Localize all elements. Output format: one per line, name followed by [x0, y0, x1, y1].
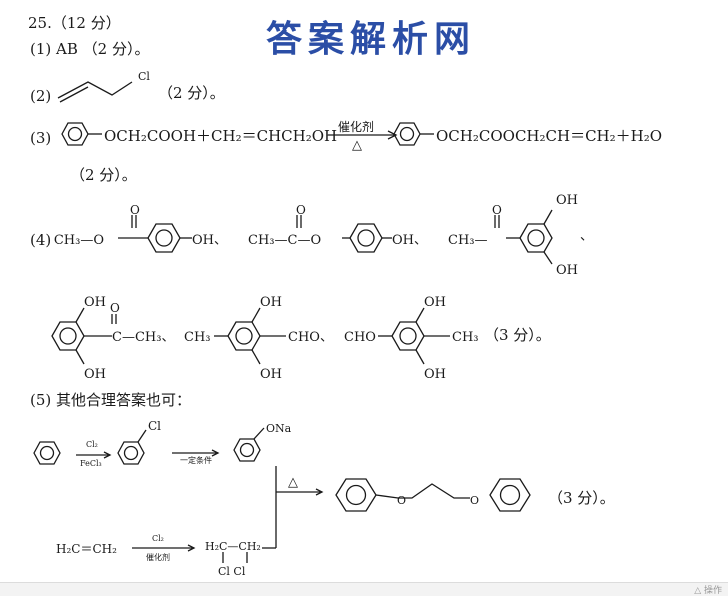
- allyl-chloride-cl: Cl: [138, 70, 150, 83]
- part2-score: （2 分）。: [158, 84, 225, 102]
- reagent-cl2: Cl₂: [86, 440, 98, 449]
- dichloroethane: H₂C—CH₂: [205, 540, 261, 553]
- dichloroethane-cl: Cl Cl: [218, 565, 246, 578]
- reagent-condition: 一定条件: [180, 455, 212, 465]
- viewer-bottom-bar: [0, 582, 728, 596]
- isomer5-oh-top: OH: [260, 295, 282, 310]
- benzene-ring-4e: [227, 321, 261, 351]
- chemical-structures: Cl CH₃—O O OH、 CH₃—C—O O OH、 CH₃— O OH O…: [33, 70, 593, 578]
- benzene-ring-5b: [117, 441, 145, 465]
- isomer2-oh: OH、: [392, 233, 427, 248]
- isomer3-carbonyl-o: O: [492, 203, 502, 217]
- benzene-ring-4d: [51, 321, 85, 351]
- isomer5-oh-bottom: OH: [260, 367, 282, 382]
- reagent-catalyst: 催化剂: [146, 552, 170, 562]
- question-header: 25.（12 分）: [28, 14, 121, 32]
- benzene-ring-4a: [147, 223, 181, 253]
- part3-score: （2 分）。: [70, 166, 137, 184]
- isomer4-oh-top: OH: [84, 295, 106, 310]
- isomer4-carbonyl-o: O: [110, 301, 120, 315]
- part3-heat: △: [352, 138, 362, 153]
- isomer1-oh: OH、: [192, 233, 227, 248]
- isomer6-cho: CHO: [344, 330, 376, 345]
- isomer6-oh-top: OH: [424, 295, 446, 310]
- benzene-ring-5c: [233, 438, 261, 462]
- benzene-ring-5a: [33, 441, 61, 465]
- part5-label: (5) 其他合理答案也可：: [30, 391, 192, 409]
- isomer5-cho: CHO、: [288, 330, 333, 345]
- isomer1-ch3o: CH₃—O: [54, 233, 104, 248]
- benzene-ring-4f: [391, 321, 425, 351]
- chlorobenzene-cl: Cl: [148, 419, 161, 433]
- part3-label: (3): [30, 129, 52, 147]
- isomer3-separator: 、: [580, 229, 593, 244]
- isomer4-c-ch3: C—CH₃、: [112, 330, 174, 345]
- phenoxide-ona: ONa: [266, 422, 292, 435]
- benzene-ring-5e: [489, 478, 531, 512]
- isomer5-ch3: CH₃: [184, 330, 211, 345]
- part3-catalyst: 催化剂: [338, 120, 375, 134]
- part5-score: （3 分）。: [548, 489, 615, 507]
- ether-o-right: O: [470, 494, 479, 507]
- benzene-ring-3b: [393, 122, 434, 146]
- ethene: H₂C＝CH₂: [56, 542, 117, 556]
- part1-answer: (1) AB （2 分）。: [30, 40, 150, 58]
- isomer3-oh-bottom: OH: [556, 263, 578, 278]
- ether-o-left: O: [397, 494, 406, 507]
- isomer3-oh-top: OH: [556, 193, 578, 208]
- isomer6-oh-bottom: OH: [424, 367, 446, 382]
- allyl-chloride-skeleton: [57, 81, 133, 99]
- benzene-ring-4c: [519, 223, 553, 253]
- benzene-ring-4b: [349, 223, 383, 253]
- part4-score: （3 分）。: [484, 326, 551, 344]
- isomer1-carbonyl-o: O: [130, 203, 140, 217]
- benzene-ring-3a: [61, 122, 102, 146]
- isomer4-oh-bottom: OH: [84, 367, 106, 382]
- isomer6-ch3: CH₃: [452, 330, 479, 345]
- reagent-fecl3: FeCl₃: [80, 459, 102, 468]
- isomer2-ch3-c-o: CH₃—C—O: [248, 233, 321, 248]
- benzene-ring-5d: [335, 478, 377, 512]
- isomer2-carbonyl-o: O: [296, 203, 306, 217]
- reagent-cl2-b: Cl₂: [152, 534, 164, 543]
- watermark-title: 答案解析网: [266, 19, 477, 60]
- isomer3-ch3: CH₃—: [448, 233, 488, 248]
- part2-label: (2): [30, 87, 52, 105]
- viewer-corner-control[interactable]: △ 操作: [694, 586, 722, 596]
- part3-equation-left: OCH₂COOH＋CH₂＝CHCH₂OH: [104, 127, 338, 145]
- route-heat: △: [288, 475, 298, 490]
- part4-label: (4): [30, 231, 52, 249]
- part3-equation-right: OCH₂COOCH₂CH＝CH₂＋H₂O: [436, 127, 663, 145]
